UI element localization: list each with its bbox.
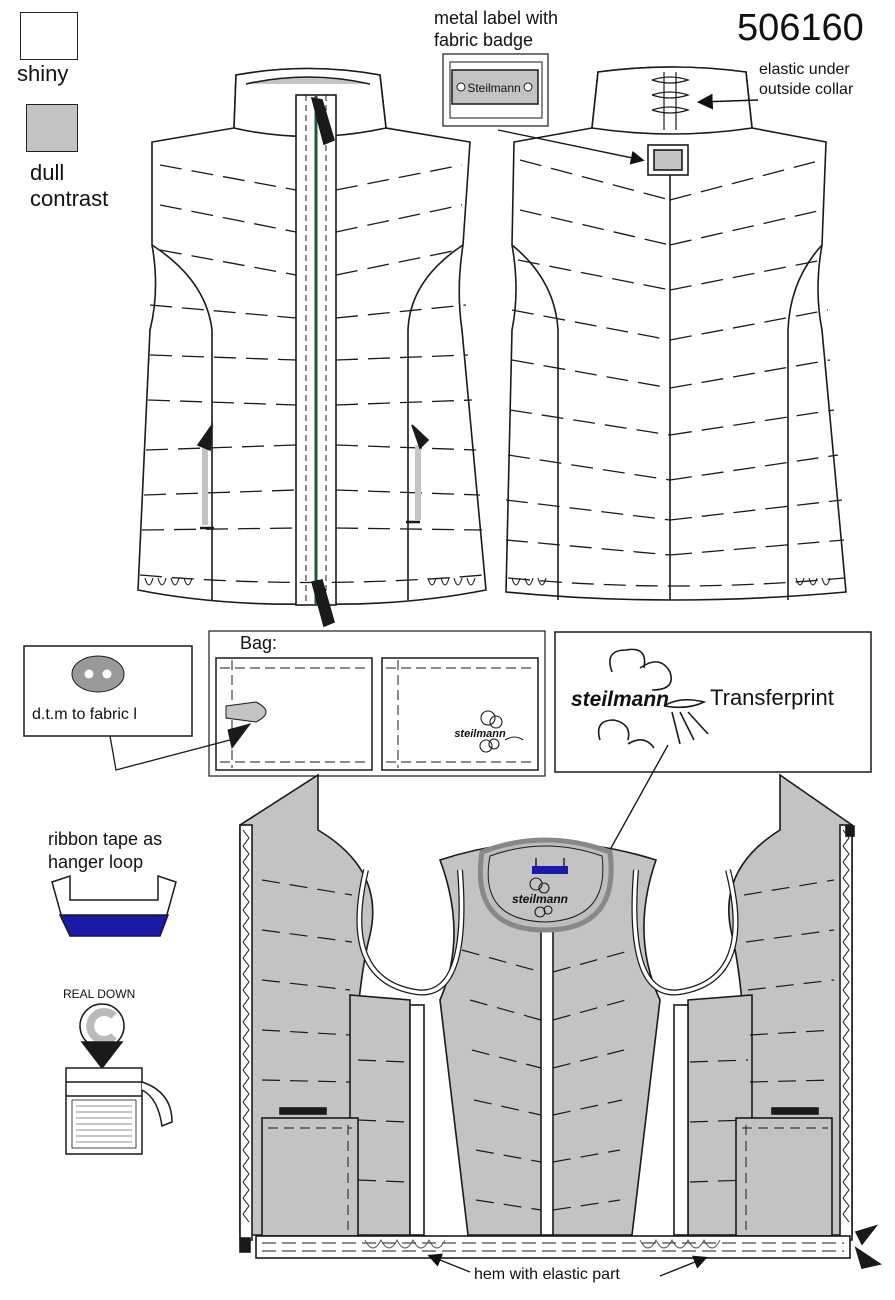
legend-label-dull-contrast: dull contrast [30,160,109,212]
elastic-collar-caption: elastic under outside collar [759,61,854,98]
transferprint-caption: Transferprint [710,685,834,710]
front-vest-illustration [137,67,487,628]
real-down-tag [65,1003,173,1155]
metal-label-badge-text: Steilmann [467,81,520,95]
bag-logo-mini: steilmann [454,728,506,740]
transferprint-logo: steilmann [571,688,669,711]
bag-title: Bag: [240,633,278,653]
metal-label-caption: metal label with fabric badge [434,8,559,50]
inside-neck-logo: steilmann [512,892,568,906]
metal-label-callout [442,53,645,165]
hem-elastic-caption: hem with elastic part [474,1266,620,1283]
legend-swatch-shiny [20,12,78,60]
button-note-panel [23,645,231,771]
inside-neck-logo-marks [529,877,553,918]
bag-panel [208,630,546,777]
button-note-caption: d.t.m to fabric l [32,706,137,723]
style-number: 506160 [737,7,864,49]
real-down-caption: REAL DOWN [63,987,136,1001]
inside-view-illustration [239,773,883,1277]
legend-label-shiny: shiny [17,61,69,86]
ribbon-tape-icon [51,874,177,937]
back-vest-illustration [505,66,847,601]
ribbon-tape-caption: ribbon tape as hanger loop [48,829,163,872]
legend-swatch-dull-contrast [26,104,78,152]
transferprint-panel [554,631,872,898]
elastic-collar-arrow [696,93,759,110]
